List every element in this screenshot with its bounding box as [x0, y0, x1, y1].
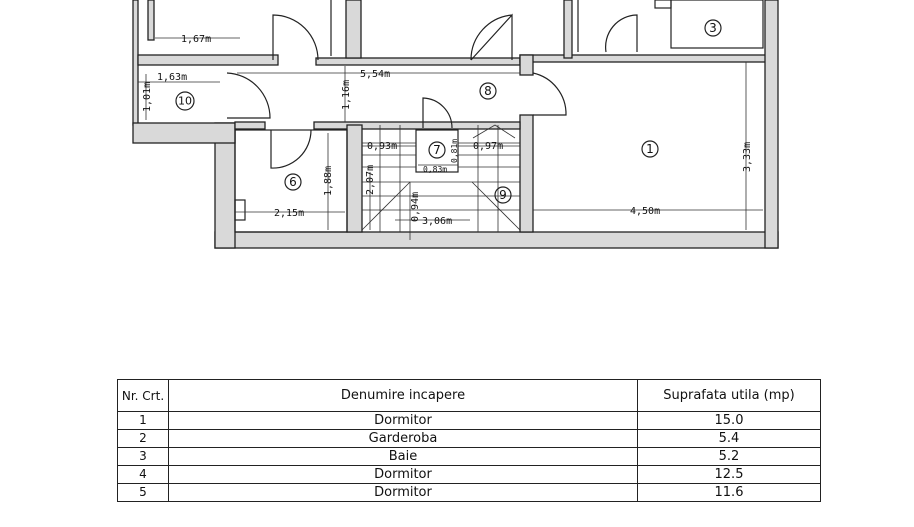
room-number: 7: [433, 143, 441, 157]
dim-label: 2,07m: [365, 165, 376, 195]
cell-name: Dormitor: [168, 411, 638, 430]
room-number: 10: [178, 95, 192, 108]
room-number: 1: [646, 142, 654, 156]
dim-label: 1,01m: [142, 82, 153, 112]
cell-name: Garderoba: [168, 429, 638, 448]
cell-nr: 5: [117, 483, 169, 502]
table-row: 3 Baie 5.2: [117, 447, 821, 466]
room-number: 8: [484, 84, 492, 98]
door-swing: [470, 13, 513, 61]
room-outlines: [234, 0, 764, 233]
header-room-name: Denumire incapere: [168, 379, 638, 412]
cell-area: 5.4: [637, 429, 821, 448]
door-swing: [270, 129, 312, 169]
cell-nr: 1: [117, 411, 169, 430]
table-row: 1 Dormitor 15.0: [117, 411, 821, 430]
door-swing: [226, 72, 271, 119]
cell-name: Dormitor: [168, 483, 638, 502]
dim-label: 0,94m: [410, 192, 421, 222]
table-row: 4 Dormitor 12.5: [117, 465, 821, 484]
dim-label: 0,83m: [423, 165, 447, 174]
cell-area: 5.2: [637, 447, 821, 466]
dim-label: 0,97m: [473, 141, 503, 152]
cell-nr: 3: [117, 447, 169, 466]
dim-label: 5,54m: [360, 69, 390, 80]
cell-area: 11.6: [637, 483, 821, 502]
cell-name: Baie: [168, 447, 638, 466]
dim-label: 1,67m: [181, 34, 211, 45]
dimension-lines: [138, 37, 763, 230]
header-nr: Nr. Crt.: [117, 379, 169, 412]
floor-plan: 1,67m 1,63m 1,01m 5,54m 1,16m 0,93m 0,97…: [132, 0, 779, 249]
cell-nr: 4: [117, 465, 169, 484]
dimension-labels: 1,67m 1,63m 1,01m 5,54m 1,16m 0,93m 0,97…: [142, 34, 753, 227]
staircase: [361, 124, 521, 240]
dim-label: 3,33m: [742, 142, 753, 172]
room-area-table: Nr. Crt. Denumire incapere Suprafata uti…: [117, 379, 821, 502]
door-swing: [422, 97, 453, 129]
room-numbers: 3 1 6 7 8 9 10: [175, 19, 722, 204]
cell-area: 15.0: [637, 411, 821, 430]
cell-area: 12.5: [637, 465, 821, 484]
door-swing: [532, 72, 567, 116]
room-number: 9: [499, 188, 507, 202]
room-number: 3: [709, 21, 717, 35]
door-swing: [272, 14, 319, 61]
door-swing: [605, 14, 638, 53]
table-row: 2 Garderoba 5.4: [117, 429, 821, 448]
dim-label: 1,63m: [157, 72, 187, 83]
dim-label: 4,50m: [630, 206, 660, 217]
table-row: 5 Dormitor 11.6: [117, 483, 821, 502]
cell-nr: 2: [117, 429, 169, 448]
doors: [226, 0, 672, 169]
dim-label: 2,15m: [274, 208, 304, 219]
room-number: 6: [289, 175, 297, 189]
dim-label: 0,93m: [367, 141, 397, 152]
header-area: Suprafata utila (mp): [637, 379, 821, 412]
dim-label: 3,06m: [422, 216, 452, 227]
cell-name: Dormitor: [168, 465, 638, 484]
dim-label: 1,88m: [323, 166, 334, 196]
dim-label: 1,16m: [341, 80, 352, 110]
dim-label: 0,81m: [450, 139, 459, 163]
walls: [132, 0, 779, 249]
table-header-row: Nr. Crt. Denumire incapere Suprafata uti…: [117, 379, 821, 412]
